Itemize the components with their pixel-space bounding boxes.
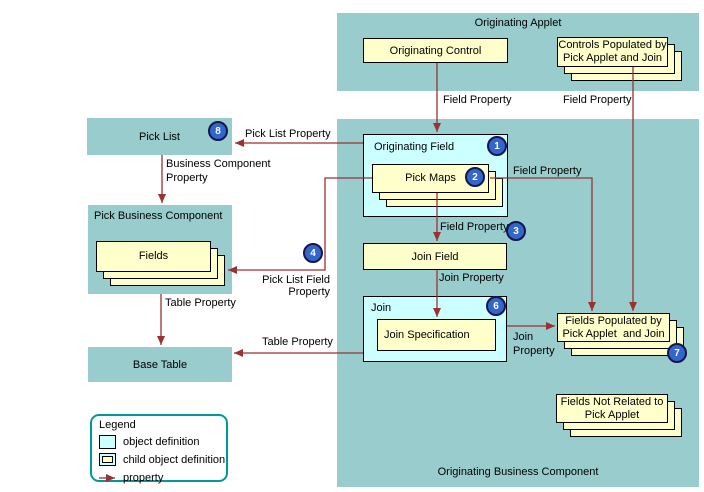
label-join-property-2: Join Property bbox=[513, 330, 555, 358]
legend-item-label: property bbox=[123, 471, 164, 484]
fields-not-related-line2: Pick Applet bbox=[584, 408, 640, 421]
label-field-property-4: Field Property bbox=[440, 221, 509, 233]
badge-4: 4 bbox=[303, 243, 323, 263]
fields-populated-line2: Pick Applet and Join bbox=[562, 327, 665, 340]
originating-applet-title: Originating Applet bbox=[474, 17, 562, 29]
label-plfp-line1: Pick List Field bbox=[262, 274, 330, 286]
label-join-property-1: Join Property bbox=[439, 272, 504, 284]
controls-populated-stack: Controls Populated by Pick Applet and Jo… bbox=[557, 37, 682, 81]
label-field-property-3: Field Property bbox=[513, 165, 582, 177]
controls-populated-line2: Pick Applet and Join bbox=[562, 52, 663, 64]
badge-3: 3 bbox=[506, 221, 526, 241]
badge-6: 6 bbox=[486, 296, 506, 316]
label-pick-list-property: Pick List Property bbox=[245, 128, 331, 140]
originating-business-component-title: Originating Business Component bbox=[437, 466, 599, 478]
label-jp2-line1: Join bbox=[513, 331, 534, 343]
property-arrow-icon bbox=[99, 473, 115, 482]
fields-populated-box: Fields Populated by Pick Applet and Join bbox=[557, 313, 670, 342]
child-object-definition-swatch-icon bbox=[99, 453, 116, 466]
controls-populated-box: Controls Populated by Pick Applet and Jo… bbox=[557, 37, 668, 67]
fields-label: Fields bbox=[138, 250, 169, 262]
join-field-label: Join Field bbox=[411, 250, 459, 263]
label-pick-list-field-property: Pick List Field Property bbox=[250, 274, 330, 298]
label-table-property-left: Table Property bbox=[165, 297, 236, 309]
base-table-title: Base Table bbox=[132, 358, 188, 371]
object-definition-swatch-icon bbox=[99, 434, 116, 449]
label-business-component-property: Business Component Property bbox=[166, 157, 271, 185]
fields-not-related-stack: Fields Not Related to Pick Applet bbox=[556, 394, 682, 437]
label-jp2-line2: Property bbox=[513, 345, 555, 357]
originating-field-title: Originating Field bbox=[374, 141, 455, 153]
legend-title: Legend bbox=[99, 419, 136, 431]
join-title: Join bbox=[371, 302, 392, 314]
originating-control-box: Originating Control bbox=[363, 38, 508, 63]
pick-maps-label: Pick Maps bbox=[405, 172, 456, 184]
fields-not-related-line1: Fields Not Related to bbox=[560, 395, 664, 408]
badge-7: 7 bbox=[667, 343, 687, 363]
pick-list-title: Pick List bbox=[139, 130, 180, 143]
label-field-property-2: Field Property bbox=[563, 94, 632, 106]
legend-item-label: child object definition bbox=[123, 453, 226, 466]
pick-business-component-title: Pick Business Component bbox=[94, 210, 223, 222]
label-field-property-1: Field Property bbox=[443, 94, 512, 106]
legend-item-object-definition: object definition bbox=[99, 434, 226, 449]
controls-populated-line1: Controls Populated by bbox=[558, 39, 667, 51]
legend-item-child-object-definition: child object definition bbox=[99, 452, 226, 467]
label-bcp-line1: Business Component bbox=[166, 158, 271, 170]
join-specification-box: Join Specification bbox=[377, 319, 496, 351]
fields-stack: Fields bbox=[96, 241, 225, 286]
label-bcp-line2: Property bbox=[166, 172, 208, 184]
fields-box: Fields bbox=[96, 241, 211, 272]
legend-item-label: object definition bbox=[123, 435, 200, 448]
badge-1: 1 bbox=[487, 136, 507, 156]
label-table-property-right: Table Property bbox=[262, 336, 333, 348]
child-object-inner-swatch bbox=[102, 456, 113, 463]
base-table-container: Base Table bbox=[88, 347, 232, 382]
originating-control-label: Originating Control bbox=[389, 44, 482, 57]
fields-populated-line1: Fields Populated by bbox=[565, 314, 662, 327]
badge-8: 8 bbox=[208, 121, 228, 141]
badge-2: 2 bbox=[465, 167, 485, 187]
legend-box: Legend object definition child object de… bbox=[90, 414, 228, 485]
fields-not-related-box: Fields Not Related to Pick Applet bbox=[556, 394, 668, 423]
join-field-box: Join Field bbox=[363, 243, 507, 270]
pick-list-container: Pick List bbox=[87, 118, 232, 155]
legend-item-property: property bbox=[99, 470, 226, 485]
fields-populated-stack: Fields Populated by Pick Applet and Join bbox=[557, 313, 684, 356]
label-plfp-line2: Property bbox=[288, 286, 330, 298]
join-specification-label: Join Specification bbox=[384, 329, 470, 341]
